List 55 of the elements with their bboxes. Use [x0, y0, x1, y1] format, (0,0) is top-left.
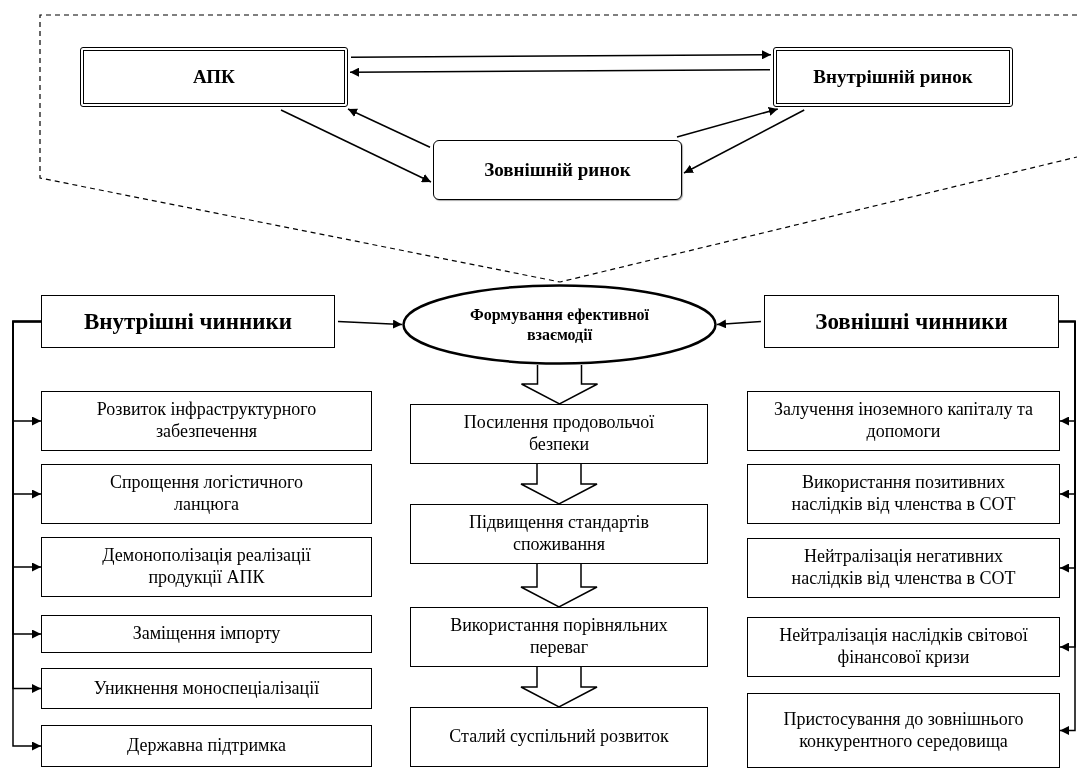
node-label: Використання позитивних наслідків від членства в СОТ	[790, 472, 1017, 516]
node-label: Використання порівняльних переваг	[449, 615, 669, 659]
entity-box	[80, 47, 348, 107]
arrow	[280, 109, 432, 183]
node-label: Формування ефективної взаємодії	[468, 305, 651, 344]
factor-box	[747, 693, 1060, 768]
factor-box	[747, 464, 1060, 524]
node-label: Спрощення логістичного ланцюга	[109, 472, 304, 516]
block-arrow	[520, 463, 598, 505]
factor-box	[747, 617, 1060, 677]
node-label: Державна підтримка	[127, 735, 286, 757]
factor-box	[41, 464, 372, 524]
factor-box	[410, 707, 708, 767]
node-label: Уникнення моноспеціалізації	[93, 677, 320, 700]
node-label: Посилення продовольчої безпеки	[462, 412, 656, 456]
factor-box	[747, 538, 1060, 598]
node-label: Пристосування до зовнішнього конкурентного середовища	[782, 708, 1025, 753]
factor-box	[410, 504, 708, 564]
node-label: Підвищення стандартів споживання	[467, 512, 651, 556]
node-label: Демонополізація реалізації продукції АПК	[101, 545, 312, 589]
factor-box	[41, 615, 372, 653]
header-box	[41, 295, 335, 348]
arrow	[337, 319, 403, 329]
node-label: Зовнішні чинники	[815, 307, 1008, 336]
node-label: Нейтралізація наслідків світової фінансової кризи	[778, 625, 1029, 669]
factor-box	[41, 725, 372, 767]
header-box	[764, 295, 1059, 348]
node-label: АПК	[193, 65, 235, 89]
block-arrow	[520, 364, 599, 405]
node-label: Зовнішній ринок	[484, 158, 631, 182]
node-label: Сталий суспільний розвиток	[449, 726, 669, 748]
entity-box	[773, 47, 1013, 107]
arrow	[683, 109, 805, 174]
node-label: Залучення іноземного капіталу та допомоги	[772, 399, 1035, 443]
rounded-box	[433, 140, 682, 200]
arrow	[349, 67, 771, 77]
factor-box	[410, 607, 708, 667]
ellipse-node	[402, 284, 717, 365]
arrow	[676, 107, 779, 138]
node-label: Нейтралізація негативних наслідків від членства в СОТ	[790, 546, 1017, 590]
block-arrow	[520, 666, 598, 708]
factor-box	[410, 404, 708, 464]
node-label: Внутрішні чинники	[83, 307, 293, 336]
factor-box	[41, 391, 372, 451]
factor-box	[41, 668, 372, 709]
node-label: Внутрішній ринок	[813, 65, 973, 89]
node-label: Заміщення імпорту	[132, 623, 281, 645]
arrow	[716, 319, 762, 329]
arrow	[350, 50, 772, 60]
factor-box	[747, 391, 1060, 451]
arrow	[1058, 320, 1076, 735]
block-arrow	[520, 563, 598, 608]
node-label: Розвиток інфраструктурного забезпечення	[95, 399, 318, 443]
factor-box	[41, 537, 372, 597]
arrow	[347, 108, 431, 148]
